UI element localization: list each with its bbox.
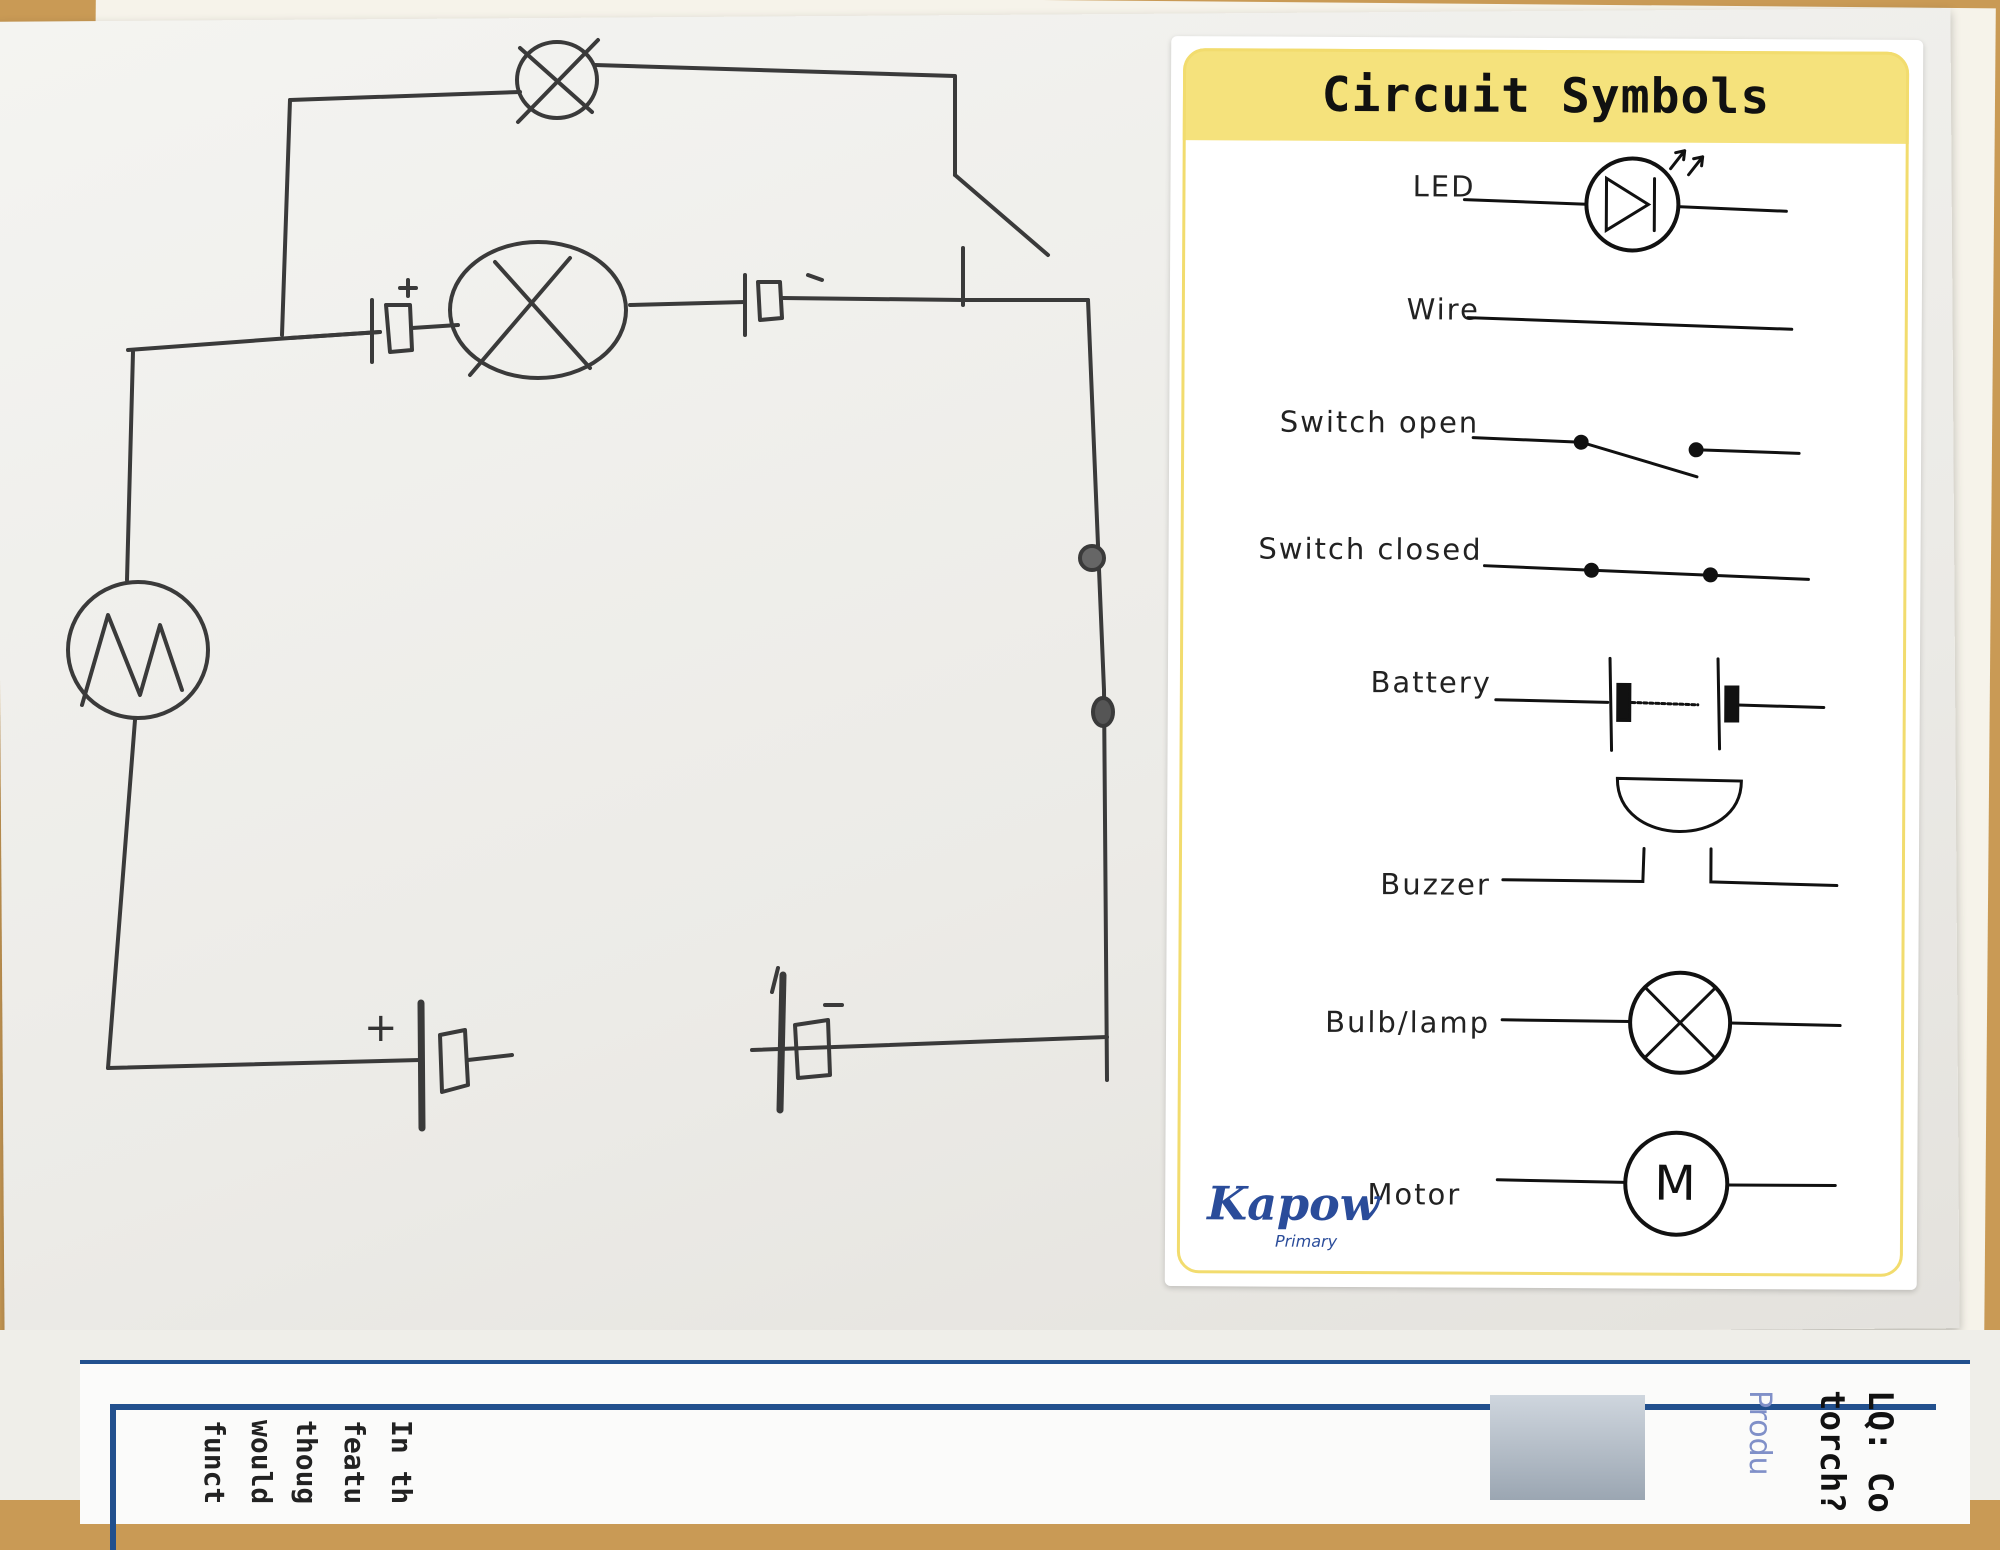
battery-plate xyxy=(776,971,787,1114)
worksheet-title: LQ: Co xyxy=(1860,1390,1900,1513)
worksheet-text: featu xyxy=(338,1420,371,1505)
wire xyxy=(106,718,137,1070)
motor-letter: M xyxy=(1654,1155,1696,1212)
kapow-logo-sub: Primary xyxy=(1274,1231,1338,1251)
wire xyxy=(288,330,382,340)
motor-symbol xyxy=(1495,1130,1837,1237)
wire-symbol xyxy=(1466,316,1794,331)
worksheet-text: funct xyxy=(198,1420,231,1505)
wire xyxy=(125,350,135,582)
battery-plate xyxy=(417,999,426,1132)
hand-drawn-circuit xyxy=(66,38,1115,1132)
worksheet-text: In th xyxy=(385,1420,418,1505)
battery-cell xyxy=(743,273,784,337)
plus-label: + xyxy=(364,1005,398,1051)
stray-mark xyxy=(770,966,780,994)
battery-cell xyxy=(438,1028,470,1094)
zigzag xyxy=(80,613,184,707)
wire xyxy=(750,1035,1109,1052)
wire xyxy=(780,296,1090,302)
symbols-artwork xyxy=(1462,149,1842,1237)
lamp-cross xyxy=(516,38,600,124)
lamp-cross xyxy=(468,256,592,377)
circuit-symbols-card: Circuit Symbols LED Wire Switch open Swi… xyxy=(1164,36,1924,1290)
kapow-logo: Kapow xyxy=(1207,1176,1380,1232)
minus-mark xyxy=(806,273,824,282)
worksheet-text: would xyxy=(245,1420,278,1505)
plus-mark xyxy=(398,278,418,298)
smudge xyxy=(1078,544,1106,572)
wire xyxy=(280,98,292,337)
smudge xyxy=(1091,696,1115,728)
bulb-symbol xyxy=(1500,970,1842,1075)
lamp-symbol-large xyxy=(448,240,628,380)
worksheet-title: torch? xyxy=(1812,1390,1852,1513)
wire xyxy=(1102,688,1109,1082)
wire xyxy=(466,1053,514,1062)
buzzer-symbol xyxy=(1501,776,1839,888)
worksheet-border xyxy=(110,1404,1936,1550)
switch-closed-symbol xyxy=(1483,562,1810,583)
switch-open-symbol xyxy=(1471,434,1801,479)
wire xyxy=(628,300,747,307)
worksheet-text: thoug xyxy=(290,1420,323,1505)
wire xyxy=(593,63,957,177)
torch-photo xyxy=(1490,1395,1645,1500)
wire xyxy=(106,1058,422,1070)
battery-cell xyxy=(370,298,414,364)
battery-cell xyxy=(793,1018,832,1080)
led-symbol xyxy=(1462,149,1788,253)
wire xyxy=(1086,298,1100,547)
battery-symbol xyxy=(1494,656,1826,752)
wire xyxy=(288,90,522,102)
lamp-symbol-small xyxy=(515,40,599,120)
buzzer-motor-symbol xyxy=(66,580,210,720)
worksheet-subtitle: Produ xyxy=(1742,1390,1777,1476)
wire xyxy=(953,173,1050,257)
worksheet-page xyxy=(80,1360,1970,1550)
